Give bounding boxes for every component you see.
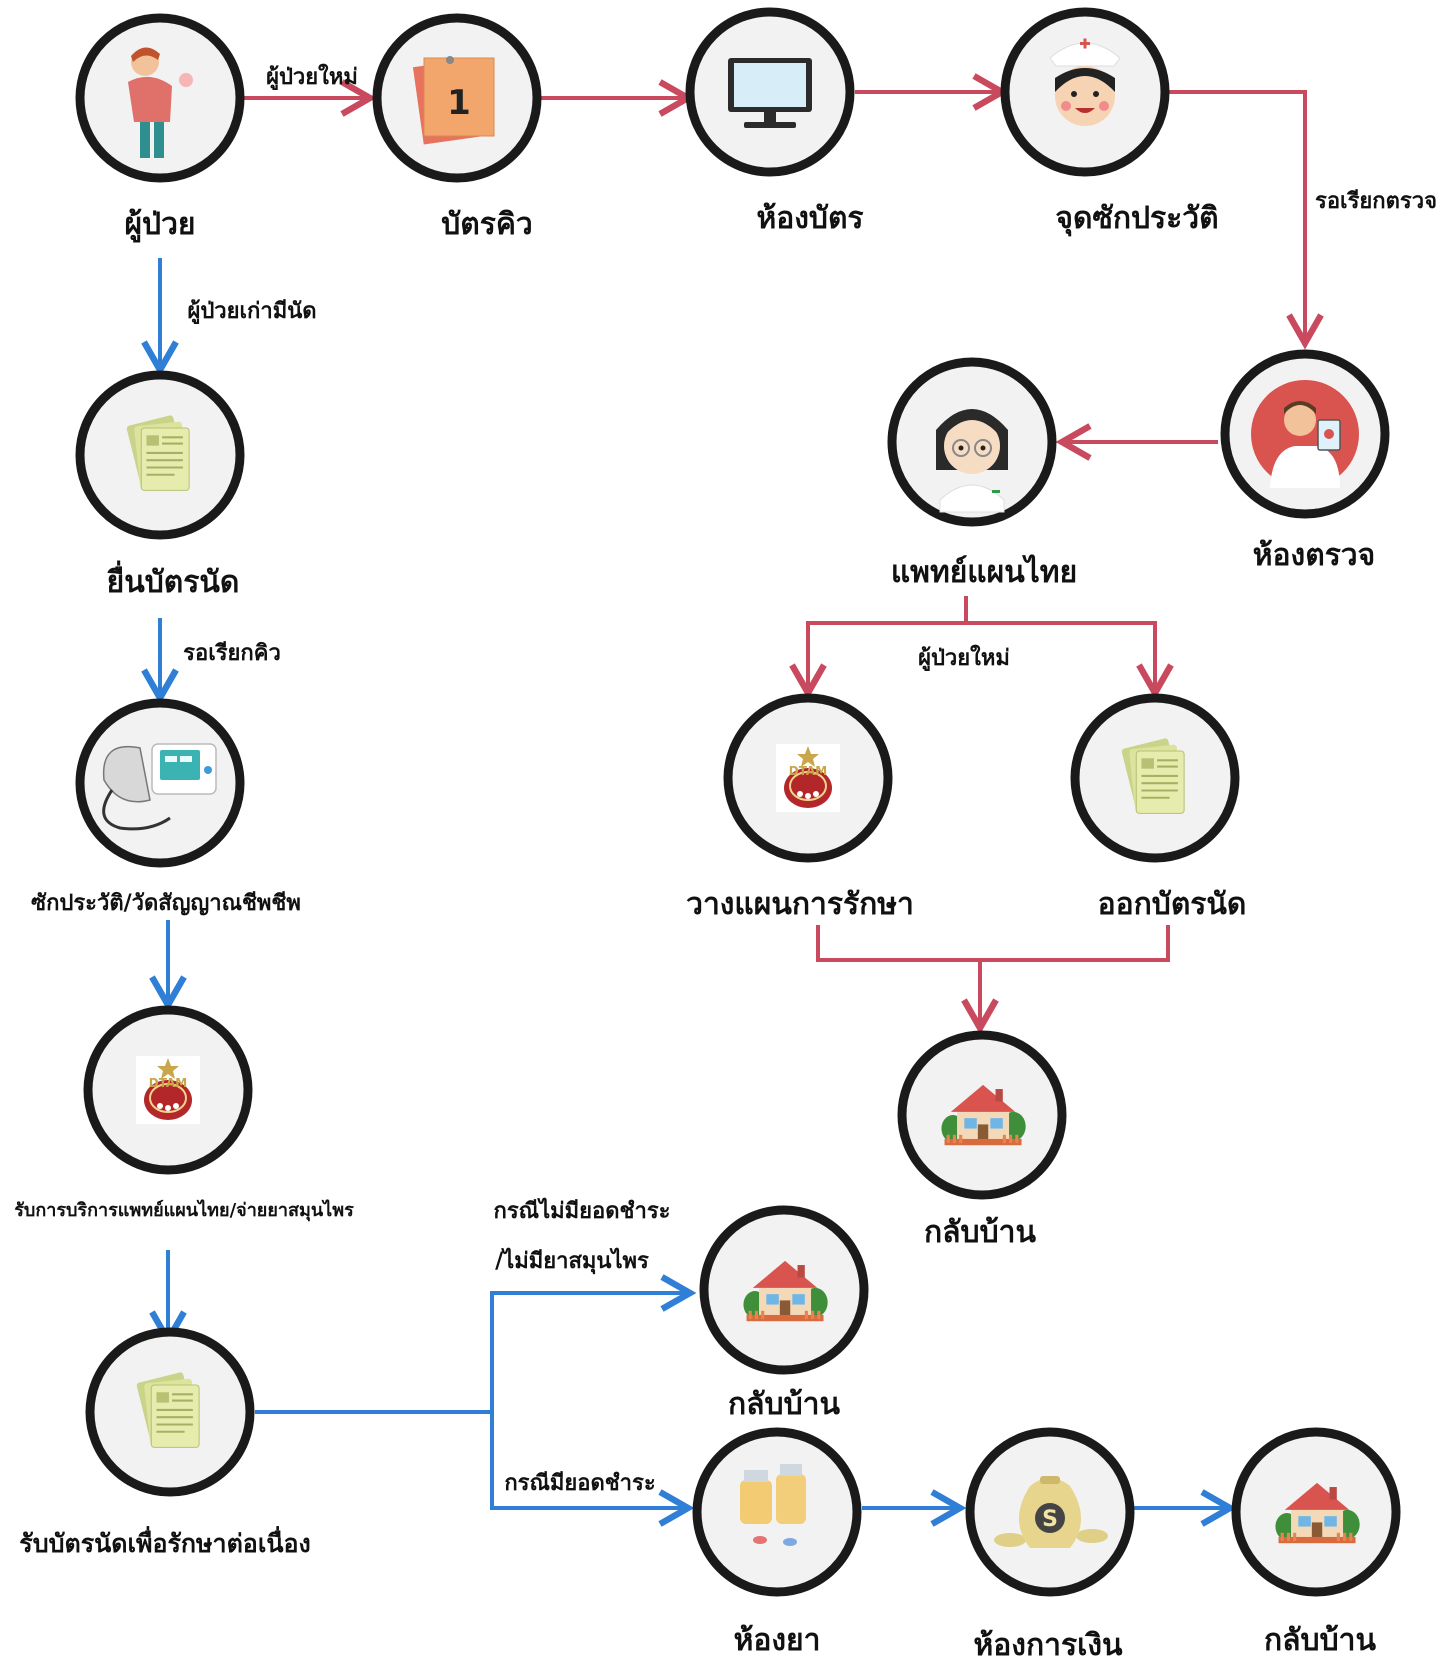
- edge-label-wait-queue: รอเรียกคิว: [183, 641, 281, 666]
- edge-split-to-issue-appt: [966, 621, 1174, 700]
- edge-label-new-patient: ผู้ป่วยใหม่: [266, 63, 358, 91]
- node-registration: ห้องบัตร: [685, 7, 864, 236]
- node-home-1: กลับบ้าน: [897, 1030, 1067, 1250]
- node-thai-service: DTAM รับการบริการแพทย์แผนไทย/จ่ายยาสมุนไ…: [14, 1005, 354, 1222]
- sick-person-icon: [128, 47, 193, 158]
- doctor-icon: [1251, 380, 1359, 488]
- node-patient: ผู้ป่วย: [75, 13, 245, 243]
- edge-split-to-plan: [789, 621, 966, 700]
- blood-pressure-monitor-icon: [102, 743, 217, 831]
- node-label-home-1: กลับบ้าน: [924, 1215, 1036, 1250]
- edge-label-no-payment-1: กรณีไม่มียอดชำระ: [494, 1197, 671, 1224]
- node-label-exam-room: ห้องตรวจ: [1253, 538, 1375, 573]
- edge-plan-merge: [816, 925, 1170, 962]
- node-label-home-2: กลับบ้าน: [728, 1387, 840, 1422]
- node-thai-doctor: แพทย์แผนไทย: [887, 357, 1077, 590]
- edge-label-no-payment-2: /ไม่มียาสมุนไพร: [495, 1247, 649, 1275]
- node-label-pharmacy: ห้องยา: [734, 1623, 821, 1658]
- node-label-cashier: ห้องการเงิน: [974, 1628, 1123, 1659]
- node-exam-room: ห้องตรวจ: [1220, 349, 1390, 573]
- node-history-point: จุดซักประวัติ: [1000, 7, 1219, 237]
- edge-label-wait-exam: รอเรียกตรวจ: [1315, 189, 1437, 214]
- dtam-logo-icon: DTAM: [135, 1055, 201, 1125]
- node-label-thai-service: รับการบริการแพทย์แผนไทย/จ่ายยาสมุนไพร: [14, 1199, 354, 1222]
- medicine-bottles-icon: [740, 1464, 806, 1546]
- node-cashier: S ห้องการเงิน: [965, 1427, 1135, 1659]
- queue-number-card-icon: 1: [412, 56, 495, 145]
- node-home-2: กลับบ้าน: [699, 1205, 869, 1422]
- node-issue-appt: ออกบัตรนัด: [1070, 693, 1247, 922]
- thai-doctor-icon: [936, 409, 1008, 513]
- node-label-queue-card: บัตรคิว: [441, 207, 533, 242]
- node-label-registration: ห้องบัตร: [756, 201, 863, 236]
- node-label-home-3: กลับบ้าน: [1264, 1623, 1376, 1658]
- edge-label-has-payment: กรณีมียอดชำระ: [504, 1471, 655, 1496]
- node-treatment-plan: DTAM วางแผนการรักษา: [686, 693, 914, 922]
- node-label-patient: ผู้ป่วย: [124, 207, 195, 243]
- money-bag-icon: S: [994, 1476, 1108, 1548]
- nurse-icon: [1049, 38, 1121, 126]
- dtam-logo-icon: DTAM: [775, 743, 841, 813]
- edge-to-home-2: [490, 1274, 697, 1412]
- node-label-issue-appt: ออกบัตรนัด: [1098, 887, 1247, 922]
- node-label-history-point: จุดซักประวัติ: [1055, 201, 1218, 237]
- node-label-receive-appt: รับบัตรนัดเพื่อรักษาต่อเนื่อง: [19, 1526, 310, 1558]
- node-submit-appt: ยื่นบัตรนัด: [75, 370, 245, 600]
- node-vitals: ซักประวัติ/วัดสัญญาณชีพชีพ: [31, 698, 301, 916]
- node-pharmacy: ห้องยา: [692, 1427, 862, 1658]
- node-label-vitals: ซักประวัติ/วัดสัญญาณชีพชีพ: [31, 891, 301, 916]
- money-bag-symbol: S: [1042, 1507, 1058, 1532]
- dtam-logo-text: DTAM: [149, 1076, 187, 1090]
- node-label-submit-appt: ยื่นบัตรนัด: [107, 560, 240, 600]
- computer-monitor-icon: [728, 58, 812, 128]
- edge-to-pharmacy: [490, 1412, 695, 1527]
- node-queue-card: 1 บัตรคิว: [372, 13, 542, 242]
- edge-label-old-patient-appt: ผู้ป่วยเก่ามีนัด: [187, 299, 316, 325]
- edge-history-to-exam: [1168, 90, 1324, 350]
- dtam-logo-text: DTAM: [789, 764, 827, 778]
- node-label-treatment-plan: วางแผนการรักษา: [686, 887, 914, 922]
- node-label-thai-doctor: แพทย์แผนไทย: [891, 554, 1077, 590]
- node-receive-appt: รับบัตรนัดเพื่อรักษาต่อเนื่อง: [19, 1327, 311, 1558]
- node-home-3: กลับบ้าน: [1231, 1427, 1401, 1658]
- queue-number: 1: [447, 83, 471, 123]
- edge-label-new-patient-2: ผู้ป่วยใหม่: [918, 644, 1010, 672]
